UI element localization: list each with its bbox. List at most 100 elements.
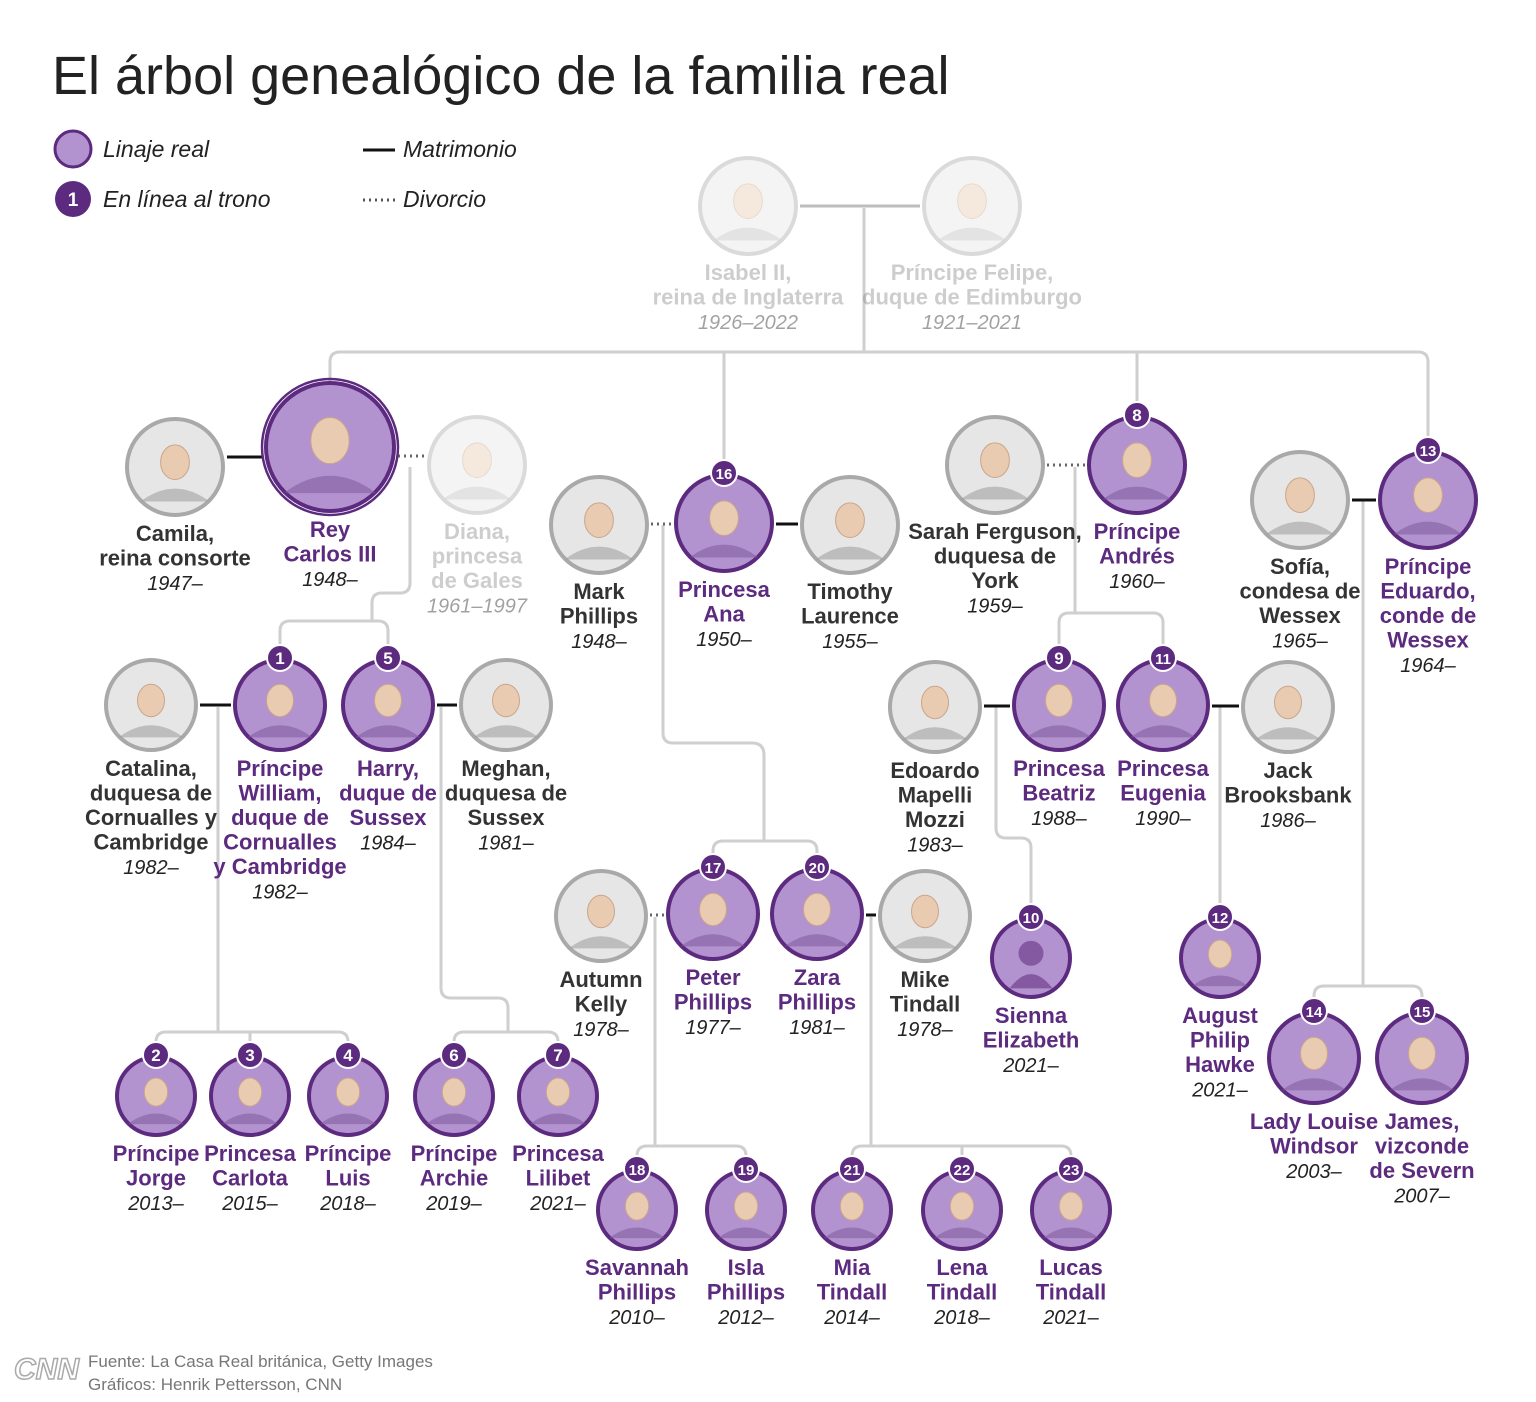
portrait-icon	[937, 183, 1007, 241]
page-title: El árbol genealógico de la familia real	[52, 46, 950, 106]
person-name-line: Jorge	[126, 1166, 186, 1191]
person-name-line: Phillips	[707, 1280, 785, 1305]
person-name-line: conde de	[1380, 603, 1477, 628]
person-name-line: Mapelli	[898, 783, 973, 808]
person-name-line: de Severn	[1369, 1158, 1474, 1183]
source-note: Fuente: La Casa Real británica, Getty Im…	[88, 1352, 433, 1371]
person-name-line: Lady Louise	[1250, 1109, 1378, 1134]
portrait-icon	[442, 442, 512, 500]
succession-badge	[1300, 997, 1328, 1025]
succession-badge	[1057, 1155, 1085, 1183]
person-name-line: Zara	[794, 965, 841, 990]
person-name-line: Windsor	[1270, 1134, 1358, 1159]
person-name-line: Timothy	[807, 579, 893, 604]
portrait-icon	[784, 892, 850, 947]
succession-badge	[266, 644, 294, 672]
succession-rank: 19	[738, 1162, 755, 1179]
succession-rank: 17	[705, 860, 722, 877]
succession-rank: 21	[844, 1162, 861, 1179]
succession-badge	[1149, 644, 1177, 672]
person-years: 2014–	[823, 1307, 880, 1329]
person-name-line: Harry,	[357, 756, 419, 781]
portrait-icon	[902, 685, 968, 740]
person-years: 1965–	[1272, 631, 1328, 653]
person-name-line: Jack	[1264, 758, 1314, 783]
person-name-line: reina consorte	[99, 546, 251, 571]
portrait-icon	[247, 683, 313, 738]
person-name-line: Príncipe	[411, 1141, 498, 1166]
person-name-line: Camila,	[136, 521, 214, 546]
portrait-icon	[713, 183, 783, 241]
person-years: 1983–	[907, 835, 963, 857]
portrait-icon	[608, 1191, 666, 1239]
person-name-line: y Cambridge	[213, 854, 346, 879]
person-years: 2021–	[1042, 1307, 1099, 1329]
person-name-line: James,	[1385, 1109, 1460, 1134]
person-name-line: Princesa	[1117, 756, 1209, 781]
person-name-line: Sussex	[349, 805, 427, 830]
person-years: 1986–	[1260, 810, 1316, 832]
person-years: 2021–	[1191, 1080, 1248, 1102]
cnn-logo: CNN	[14, 1353, 80, 1386]
succession-badge	[699, 853, 727, 881]
person-name-line: Eduardo,	[1380, 579, 1475, 604]
person-years: 2018–	[319, 1193, 376, 1215]
person-years: 1984–	[360, 833, 416, 855]
succession-rank: 18	[629, 1162, 646, 1179]
silhouette-icon	[1009, 940, 1053, 989]
succession-badge	[236, 1041, 264, 1069]
person-name-line: Wessex	[1387, 628, 1469, 653]
portrait-icon	[717, 1191, 775, 1239]
person-years: 1947–	[147, 573, 203, 595]
person-years: 1982–	[252, 882, 308, 904]
portrait-icon	[473, 683, 539, 738]
person-name-line: Archie	[420, 1166, 488, 1191]
succession-badge-icon	[55, 181, 91, 217]
legend-succession-label: En línea al trono	[103, 186, 271, 212]
portrait-icon	[1389, 1036, 1455, 1091]
portrait-icon	[1281, 1036, 1347, 1091]
person-name-line: Mia	[834, 1255, 871, 1280]
person-years: 1960–	[1109, 571, 1165, 593]
succession-badge	[732, 1155, 760, 1183]
person-name-line: Meghan,	[461, 756, 550, 781]
succession-rank: 12	[1212, 910, 1229, 927]
portrait-icon	[823, 1191, 881, 1239]
succession-badge	[710, 459, 738, 487]
portrait-icon	[960, 442, 1030, 500]
person-name-line: Lucas	[1039, 1255, 1103, 1280]
succession-badge	[838, 1155, 866, 1183]
person-name-line: Tindall	[817, 1280, 888, 1305]
succession-rank: 5	[383, 649, 392, 668]
portrait-icon	[1042, 1191, 1100, 1239]
succession-badge-sample: 1	[68, 190, 79, 211]
person-name-line: William,	[239, 781, 322, 806]
succession-rank: 14	[1306, 1004, 1323, 1021]
person-name-line: Príncipe	[305, 1141, 392, 1166]
person-name-line: Philip	[1190, 1028, 1250, 1053]
succession-badge	[1017, 903, 1045, 931]
succession-rank: 10	[1023, 910, 1040, 927]
person-years: 1921–2021	[922, 312, 1022, 334]
portrait-frame	[427, 415, 527, 515]
portrait-icon	[1393, 477, 1463, 535]
succession-rank: 22	[954, 1162, 971, 1179]
succession-rank: 11	[1155, 651, 1171, 668]
person-years: 1964–	[1400, 655, 1456, 677]
person-name-line: Edoardo	[890, 758, 979, 783]
portrait-icon	[319, 1077, 377, 1125]
footer: CNN Fuente: La Casa Real británica, Gett…	[13, 1352, 433, 1394]
person-name-line: Príncipe	[1385, 554, 1472, 579]
person-name-line: Cornualles y	[85, 805, 218, 830]
person-felipe: Príncipe Felipe,duque de Edimburgo1921–2…	[862, 156, 1082, 334]
person-name-line: Phillips	[674, 990, 752, 1015]
